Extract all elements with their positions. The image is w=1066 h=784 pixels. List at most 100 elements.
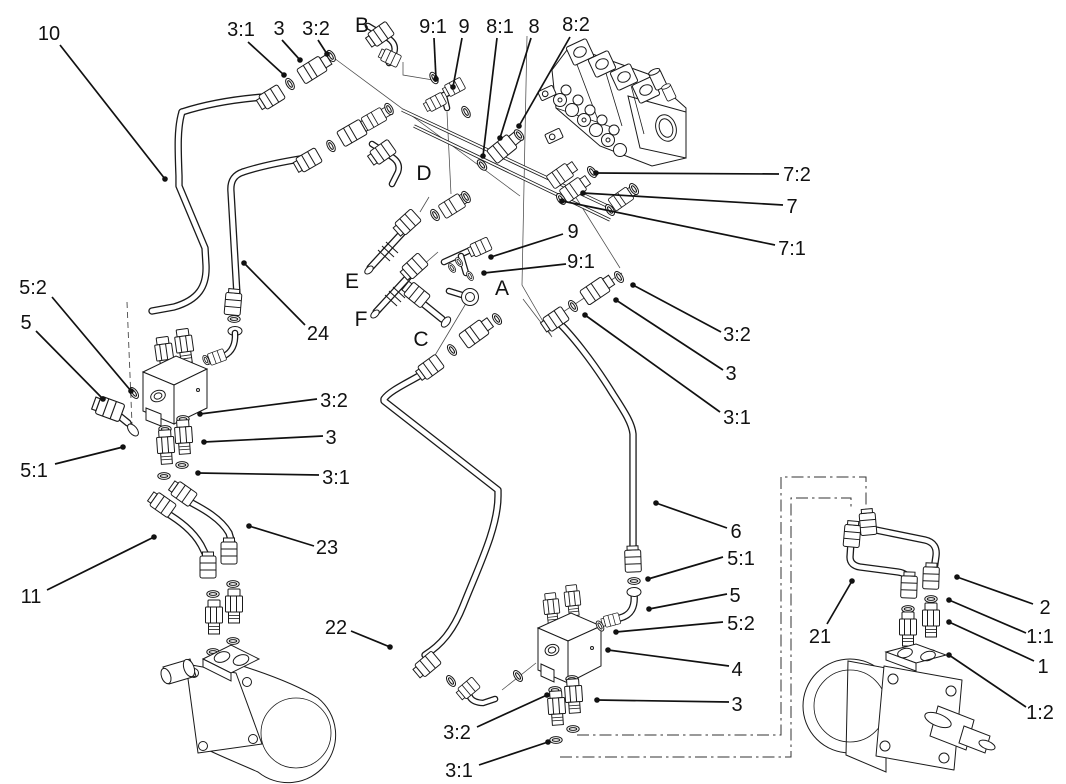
o-ring xyxy=(566,725,580,733)
tube10-fitting-chain xyxy=(254,48,338,113)
callout-7-1: 7:1 xyxy=(778,238,806,260)
o-ring xyxy=(428,207,442,223)
fitting xyxy=(562,583,583,617)
valve-block-left xyxy=(90,287,243,480)
callout-7-2: 7:2 xyxy=(783,164,811,186)
tube-nut xyxy=(922,562,941,590)
port-letter-A: A xyxy=(495,277,509,300)
o-ring xyxy=(566,298,580,314)
callout-9-1-top: 9:1 xyxy=(419,16,447,38)
spool-flanges xyxy=(553,84,627,157)
routing-chain-lines xyxy=(560,476,867,758)
o-ring xyxy=(226,637,240,645)
tee-fitting-9 xyxy=(422,70,473,120)
fitting xyxy=(225,588,243,624)
nut xyxy=(454,676,481,702)
elbow-5-left xyxy=(90,385,141,437)
callout-3-center: 3 xyxy=(731,694,742,716)
callout-8-1: 8:1 xyxy=(486,16,514,38)
fitting xyxy=(563,677,584,715)
callout-3-top: 3 xyxy=(273,18,284,40)
valve-block-center xyxy=(536,545,642,744)
port-letter-F: F xyxy=(355,308,368,331)
fitting xyxy=(578,272,617,306)
o-ring xyxy=(226,580,240,588)
fitting xyxy=(205,599,223,635)
tube-11 xyxy=(161,508,211,561)
control-valve-manifold xyxy=(537,37,687,218)
hose-elbow-B xyxy=(363,20,403,68)
callout-9-1-mid: 9:1 xyxy=(567,251,595,273)
phantom-lines xyxy=(126,35,623,691)
callout-5-left: 5 xyxy=(20,312,31,334)
adapter-below-tee9 xyxy=(428,189,473,223)
tube-nut xyxy=(254,83,287,113)
o-ring xyxy=(446,261,458,275)
callout-1: 1 xyxy=(1037,656,1048,678)
callout-3-1-leftmid: 3:1 xyxy=(322,467,350,489)
callout-8-2: 8:2 xyxy=(562,14,590,36)
spool-clevis xyxy=(544,127,564,145)
hose-nut xyxy=(377,46,403,68)
callout-11: 11 xyxy=(21,586,42,608)
motor2-shaft xyxy=(924,705,996,754)
tube-6 xyxy=(553,317,637,556)
fitting xyxy=(899,611,917,647)
fitting xyxy=(173,418,194,456)
callout-3-2-top: 3:2 xyxy=(302,18,330,40)
hydraulic-motor-2 xyxy=(802,643,996,773)
o-ring xyxy=(490,311,504,327)
hose-nut xyxy=(390,208,423,239)
callout-9-mid: 9 xyxy=(567,221,578,243)
o-ring xyxy=(444,673,458,689)
fitting xyxy=(922,602,940,638)
o-ring xyxy=(612,269,626,285)
tube-10 xyxy=(148,93,268,315)
port-letter-C: C xyxy=(413,328,428,351)
callout-5-2-left: 5:2 xyxy=(19,277,47,299)
tube-nut xyxy=(842,519,862,549)
hose-elbow-D xyxy=(365,138,403,188)
elbow-24-right xyxy=(201,287,243,367)
callout-1-2: 1:2 xyxy=(1026,702,1054,724)
fitting xyxy=(546,689,567,727)
callout-5-2-center: 5:2 xyxy=(727,613,755,635)
tube-nut xyxy=(223,287,243,317)
tube-24 xyxy=(227,155,304,299)
callout-5-center: 5 xyxy=(729,585,740,607)
tee-A-group xyxy=(440,236,493,306)
tubes xyxy=(148,93,940,659)
fitting-stacks-below-left-block xyxy=(155,415,194,480)
callout-22: 22 xyxy=(325,617,347,639)
elbow-5-center xyxy=(594,545,642,633)
callout-6: 6 xyxy=(730,521,741,543)
o-ring xyxy=(464,269,476,283)
callout-1-1: 1:1 xyxy=(1026,626,1054,648)
o-ring xyxy=(627,577,641,585)
tube-nut xyxy=(199,551,217,579)
callout-10: 10 xyxy=(38,23,60,45)
callout-3-leftmid: 3 xyxy=(325,427,336,449)
callout-3-2-right: 3:2 xyxy=(723,324,751,346)
o-ring xyxy=(924,595,938,603)
tube-nut xyxy=(900,571,919,599)
callout-3-1-right: 3:1 xyxy=(723,407,751,429)
port-letter-B: B xyxy=(355,14,369,37)
o-ring xyxy=(206,590,220,598)
callout-21: 21 xyxy=(809,626,831,648)
callout-5-1-left: 5:1 xyxy=(20,460,48,482)
fitting xyxy=(457,314,496,350)
o-ring xyxy=(445,342,459,358)
callout-24: 24 xyxy=(307,323,329,345)
callout-3-1-bottom: 3:1 xyxy=(445,760,473,782)
o-ring xyxy=(901,605,915,613)
tube-nut xyxy=(858,507,878,537)
hose-nut xyxy=(623,545,642,573)
o-ring xyxy=(227,314,241,324)
callout-3-right: 3 xyxy=(725,363,736,385)
o-ring xyxy=(324,138,338,154)
callout-2: 2 xyxy=(1039,597,1050,619)
o-ring xyxy=(549,736,563,744)
callout-4: 4 xyxy=(731,659,742,681)
